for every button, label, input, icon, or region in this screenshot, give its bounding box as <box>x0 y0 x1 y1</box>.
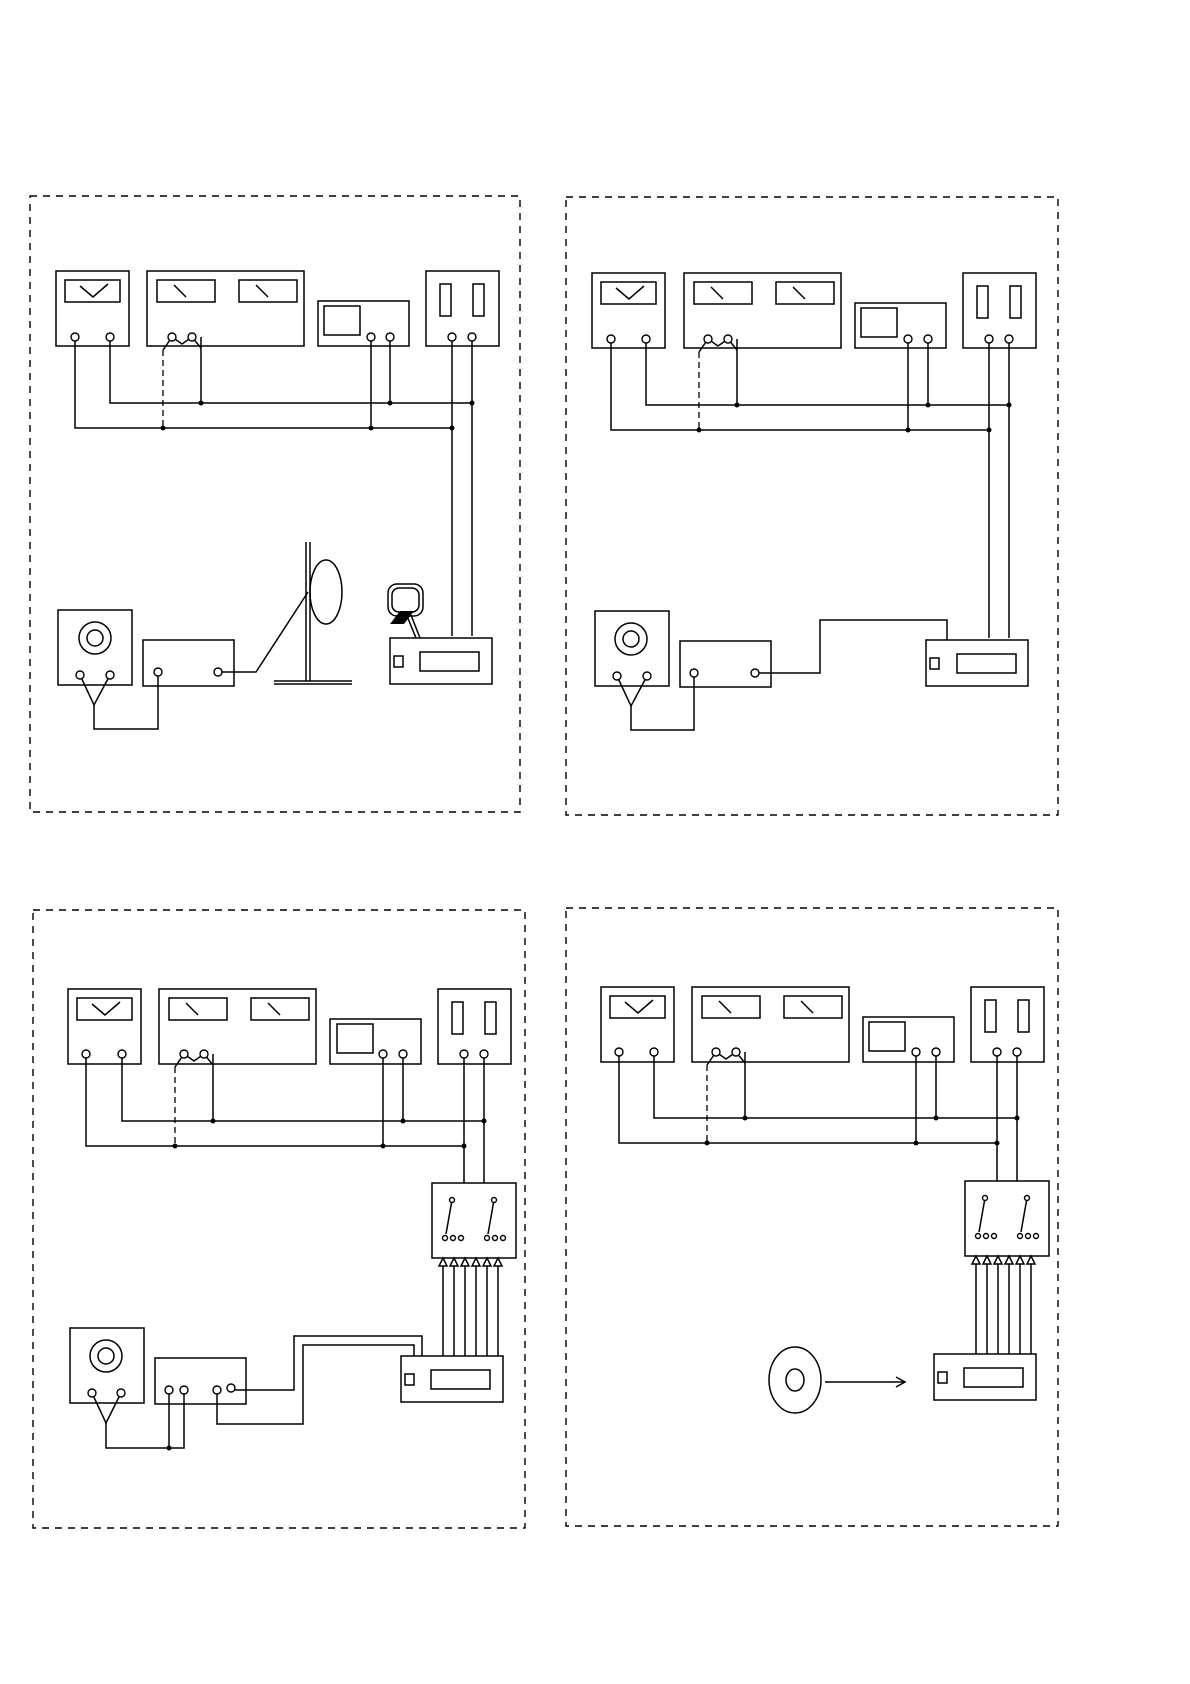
switch-box-icon <box>432 1183 516 1258</box>
oscilloscope-icon <box>330 1019 421 1064</box>
oscilloscope-icon <box>863 1017 954 1062</box>
meter-icon <box>601 987 674 1062</box>
speaker-icon <box>70 1328 144 1403</box>
speaker-icon <box>58 610 132 685</box>
panel-top-left <box>30 196 520 812</box>
dual-level-icon <box>426 271 499 346</box>
switch-box-icon <box>965 1181 1049 1256</box>
loop-antenna-icon <box>222 542 352 684</box>
panel-frame <box>566 908 1058 1526</box>
oscilloscope-icon <box>318 301 409 346</box>
meter-icon <box>56 271 129 346</box>
arrow-icon <box>972 1256 1035 1354</box>
meter-icon <box>68 989 141 1064</box>
panel-frame <box>33 910 525 1528</box>
dual-level-icon <box>963 273 1036 348</box>
meter-icon <box>592 273 665 348</box>
receiver-icon <box>401 1356 503 1402</box>
panel-bottom-right <box>566 908 1058 1526</box>
arrow-icon <box>439 1258 502 1356</box>
tuner-icon <box>143 640 234 686</box>
dual-level-icon <box>971 987 1044 1062</box>
receiver-icon <box>926 640 1028 686</box>
arrow-icon <box>825 1377 905 1387</box>
dual-level-icon <box>438 989 511 1064</box>
speaker-icon <box>595 611 669 686</box>
oscilloscope-icon <box>855 303 946 348</box>
panel-bottom-left <box>33 910 525 1528</box>
cable-head-icon <box>388 584 423 638</box>
disc-icon <box>769 1347 821 1413</box>
panel-top-right <box>566 197 1058 815</box>
receiver-icon <box>390 638 492 684</box>
receiver-icon <box>934 1354 1036 1400</box>
